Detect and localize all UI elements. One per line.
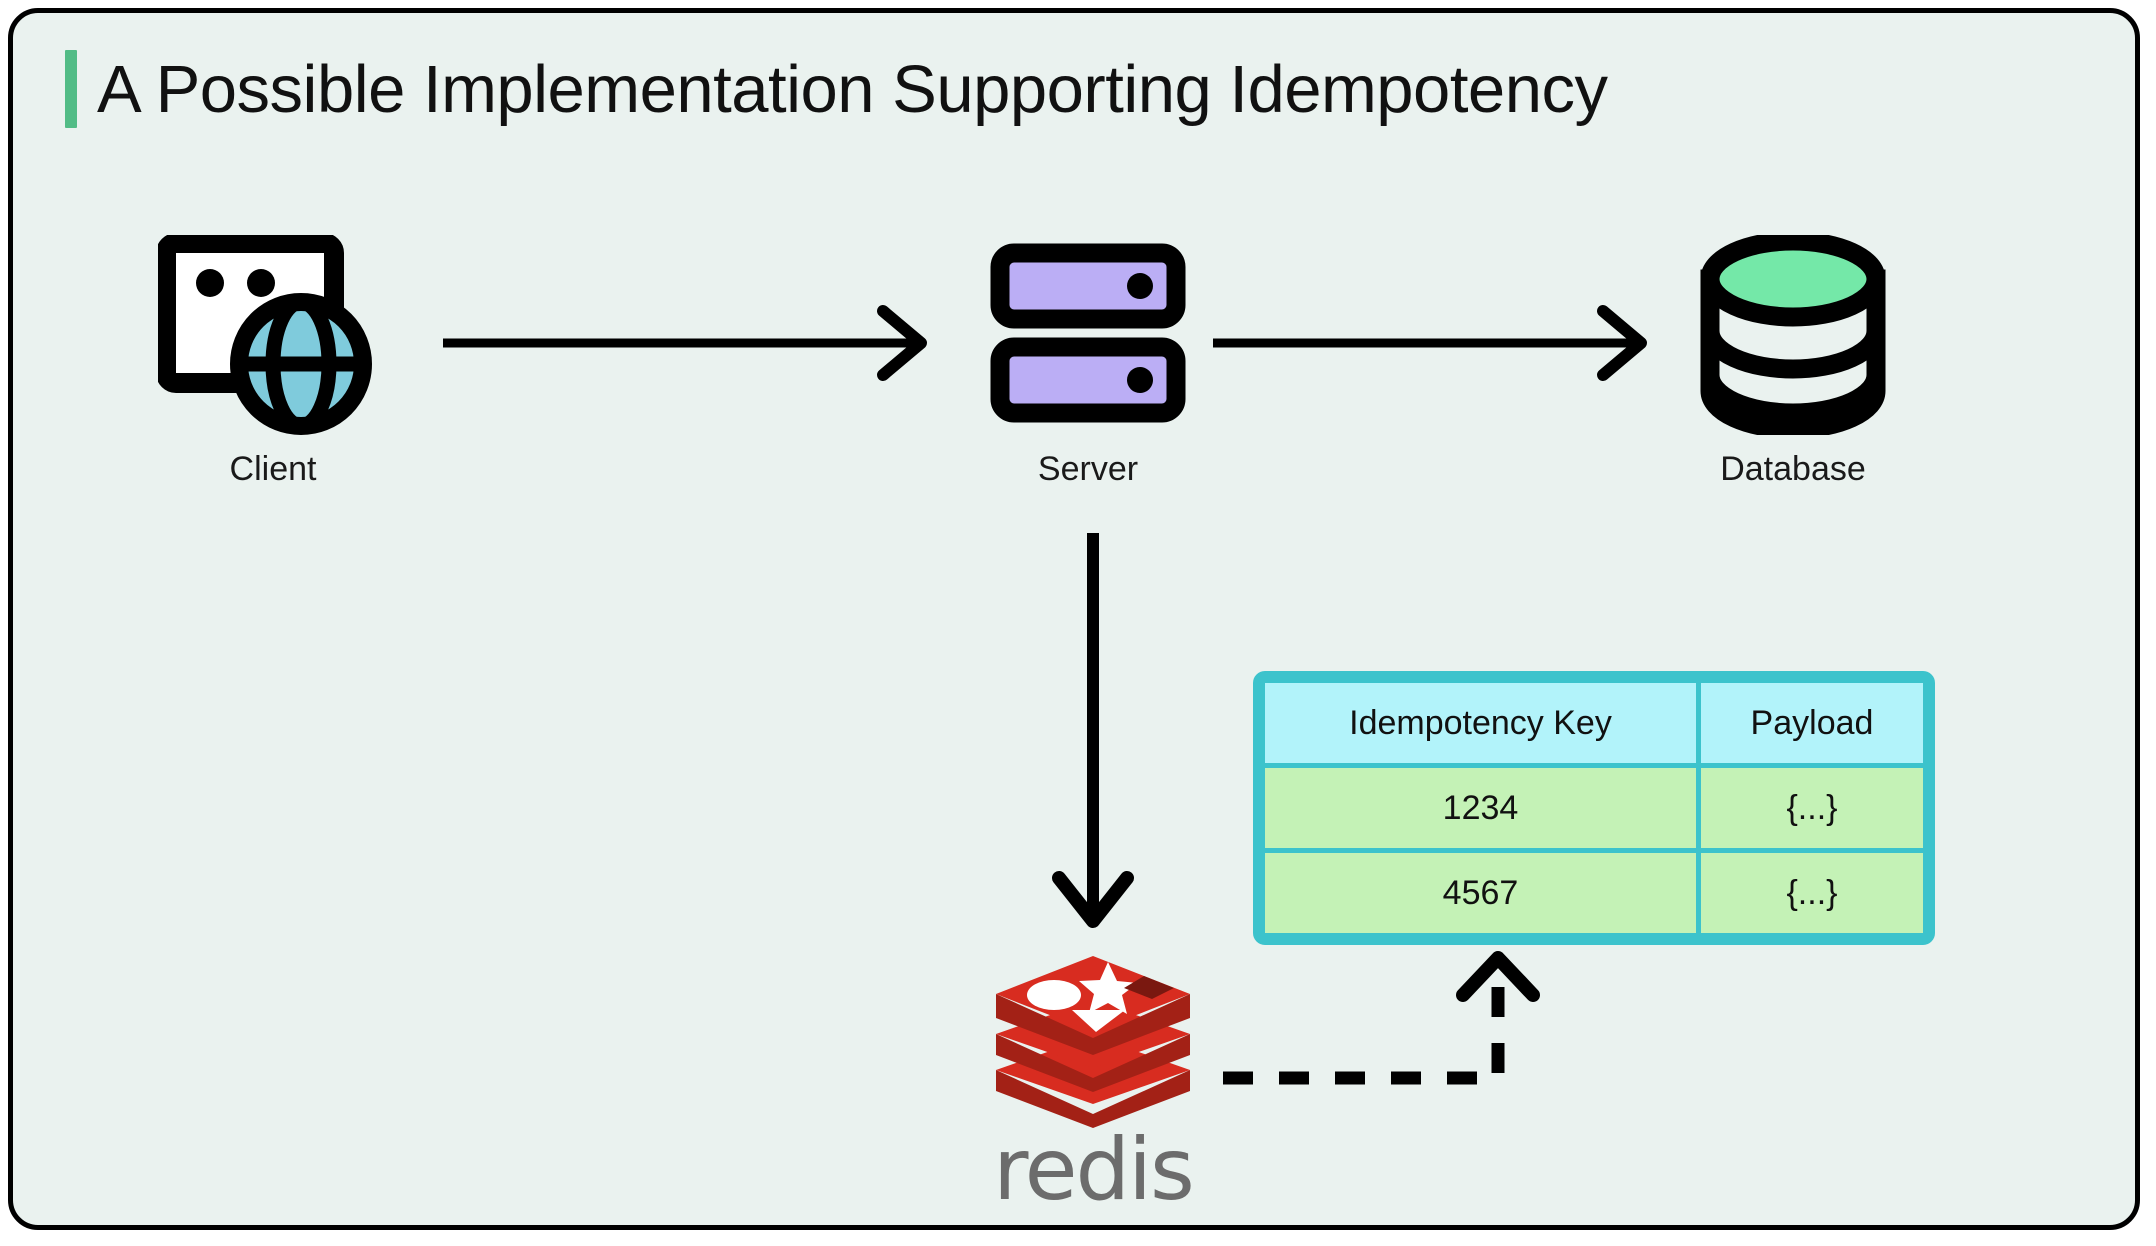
- node-client-label: Client: [229, 450, 317, 488]
- idempotency-table: Idempotency Key Payload 1234 {...} 4567 …: [1253, 671, 1935, 945]
- node-server: Server: [968, 235, 1208, 489]
- title-text: A Possible Implementation Supporting Ide…: [97, 51, 1608, 127]
- browser-globe-icon: [156, 233, 388, 440]
- table-header-row: Idempotency Key Payload: [1265, 683, 1923, 763]
- arrow-redis-to-table: [1223, 951, 1540, 1085]
- table-header-idempotency-key: Idempotency Key: [1265, 683, 1696, 763]
- cell-key: 4567: [1265, 853, 1696, 933]
- redis-wordmark: redis: [993, 1120, 1195, 1220]
- table-row: 4567 {...}: [1265, 853, 1923, 933]
- cell-key: 1234: [1265, 768, 1696, 848]
- database-cylinder-icon: [1688, 231, 1898, 440]
- diagram-card: A Possible Implementation Supporting Ide…: [8, 8, 2140, 1230]
- cell-payload: {...}: [1700, 768, 1923, 848]
- arrow-server-to-redis: [1052, 533, 1134, 928]
- cell-payload: {...}: [1700, 853, 1923, 933]
- node-server-label: Server: [1037, 450, 1139, 488]
- node-client: Client: [143, 233, 403, 489]
- node-database-label: Database: [1720, 450, 1866, 488]
- table-row: 1234 {...}: [1265, 768, 1923, 848]
- arrow-server-to-database: [1213, 305, 1647, 381]
- server-rack-icon: [988, 235, 1188, 440]
- table-header-payload: Payload: [1700, 683, 1923, 763]
- redis-logo-icon: [984, 948, 1202, 1133]
- arrow-client-to-server: [443, 305, 927, 381]
- node-database: Database: [1653, 231, 1933, 489]
- node-redis: redis: [953, 948, 1233, 1213]
- title-accent-bar: [65, 50, 77, 128]
- page-title: A Possible Implementation Supporting Ide…: [65, 41, 1608, 137]
